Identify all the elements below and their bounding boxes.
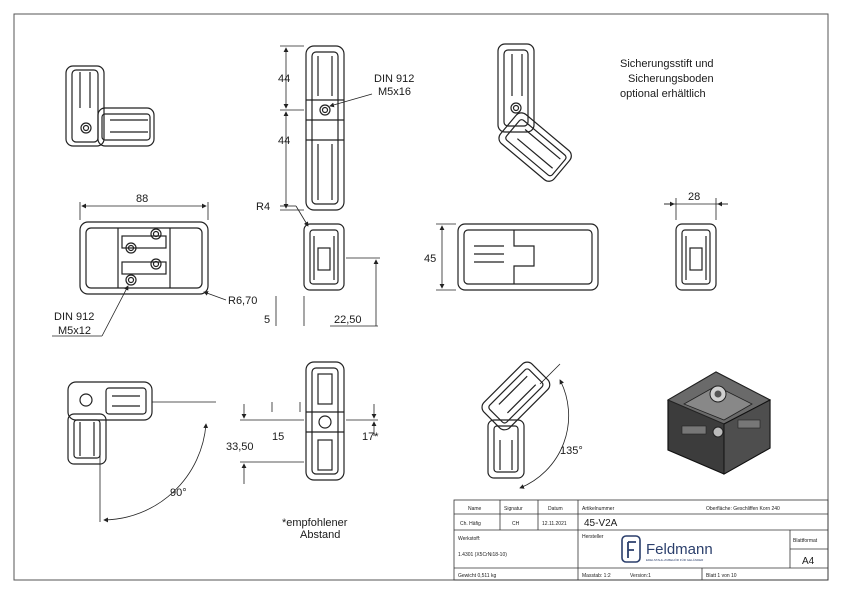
view-bottom-flat	[457, 223, 599, 291]
note-pin-line3: optional erhältlich	[620, 88, 706, 100]
screw-label-side-1: DIN 912	[54, 311, 94, 323]
tb-weight: Gewicht 0,511 kg	[458, 573, 496, 579]
dim-5: 5	[264, 314, 270, 326]
tb-material: 1.4301 (X5CrNi18-10)	[458, 552, 507, 558]
view-side-section	[303, 223, 345, 291]
tb-header-article: Artikelnummer	[582, 506, 615, 512]
tb-maker-label: Hersteller	[582, 534, 604, 540]
screw-label-side-2: M5x12	[58, 325, 91, 337]
dim-width-88	[52, 202, 227, 337]
tb-format: A4	[802, 556, 815, 567]
tb-header-date: Datum	[548, 506, 563, 512]
dim-45	[436, 223, 456, 291]
view-vertical-bottom	[305, 361, 345, 481]
view-top-flat	[79, 221, 209, 295]
dim-r670: R6,70	[228, 295, 257, 307]
brand-logo	[621, 535, 641, 563]
dim-135-arc	[519, 363, 570, 489]
dim-88: 88	[136, 193, 148, 205]
note-pin-line2: Sicherungsboden	[628, 73, 714, 85]
view-front-vertical	[305, 45, 345, 211]
screw-label-top-1: DIN 912	[374, 73, 414, 85]
tb-header-name: Name	[468, 506, 482, 512]
note-pin-line1: Sicherungsstift und	[620, 58, 714, 70]
tb-version: Version:1	[630, 573, 651, 579]
view-end	[675, 223, 717, 291]
tb-surface: Oberfläche: Geschliffen Korn 240	[706, 506, 780, 512]
dim-90-label: 90°	[170, 487, 187, 499]
isometric-render	[666, 371, 772, 475]
tb-format-label: Blattformat	[793, 538, 818, 544]
view-angled-top	[497, 43, 572, 182]
tb-material-label: Werkstoff:	[458, 536, 480, 542]
dim-bottom-vertical	[240, 402, 378, 484]
dim-top-44	[280, 45, 373, 211]
dim-90-arc	[99, 401, 216, 523]
tb-date: 12.11.2021	[542, 521, 567, 527]
dim-22-50: 22,50	[334, 314, 362, 326]
dim-28	[664, 198, 728, 220]
screw-label-top-2: M5x16	[378, 86, 411, 98]
dim-r4: R4	[256, 201, 270, 213]
title-block	[453, 499, 829, 581]
dim-side	[275, 205, 380, 327]
view-90-degree-bottom	[67, 381, 153, 465]
dim-17: 17*	[362, 431, 379, 443]
note-recommend-line2: Abstand	[300, 529, 340, 541]
dim-33-50: 33,50	[226, 441, 254, 453]
view-90-degree-top	[65, 65, 155, 147]
tb-sheet: Blatt 1 von 10	[706, 573, 737, 579]
tb-name: Ch. Häfig	[460, 521, 481, 527]
dim-44-lower: 44	[278, 135, 290, 147]
view-135-degree	[481, 361, 551, 479]
dim-45-label: 45	[424, 253, 436, 265]
note-recommend-line1: *empfohlener	[282, 517, 348, 529]
dim-135-label: 135°	[560, 445, 583, 457]
tb-header-sign: Signatur	[504, 506, 523, 512]
tb-sign: CH	[512, 521, 520, 527]
dim-28-label: 28	[688, 191, 700, 203]
tb-brand-sub: EDELSTAHL-ZUBEHÖR FÜR GELÄNDER	[646, 558, 704, 562]
dim-15: 15	[272, 431, 284, 443]
tb-article-number: 45-V2A	[584, 518, 618, 529]
sheet-border	[13, 13, 829, 581]
tb-scale: Masstab: 1:2	[582, 573, 611, 579]
tb-brand: Feldmann	[646, 541, 713, 558]
dim-44-upper: 44	[278, 73, 290, 85]
